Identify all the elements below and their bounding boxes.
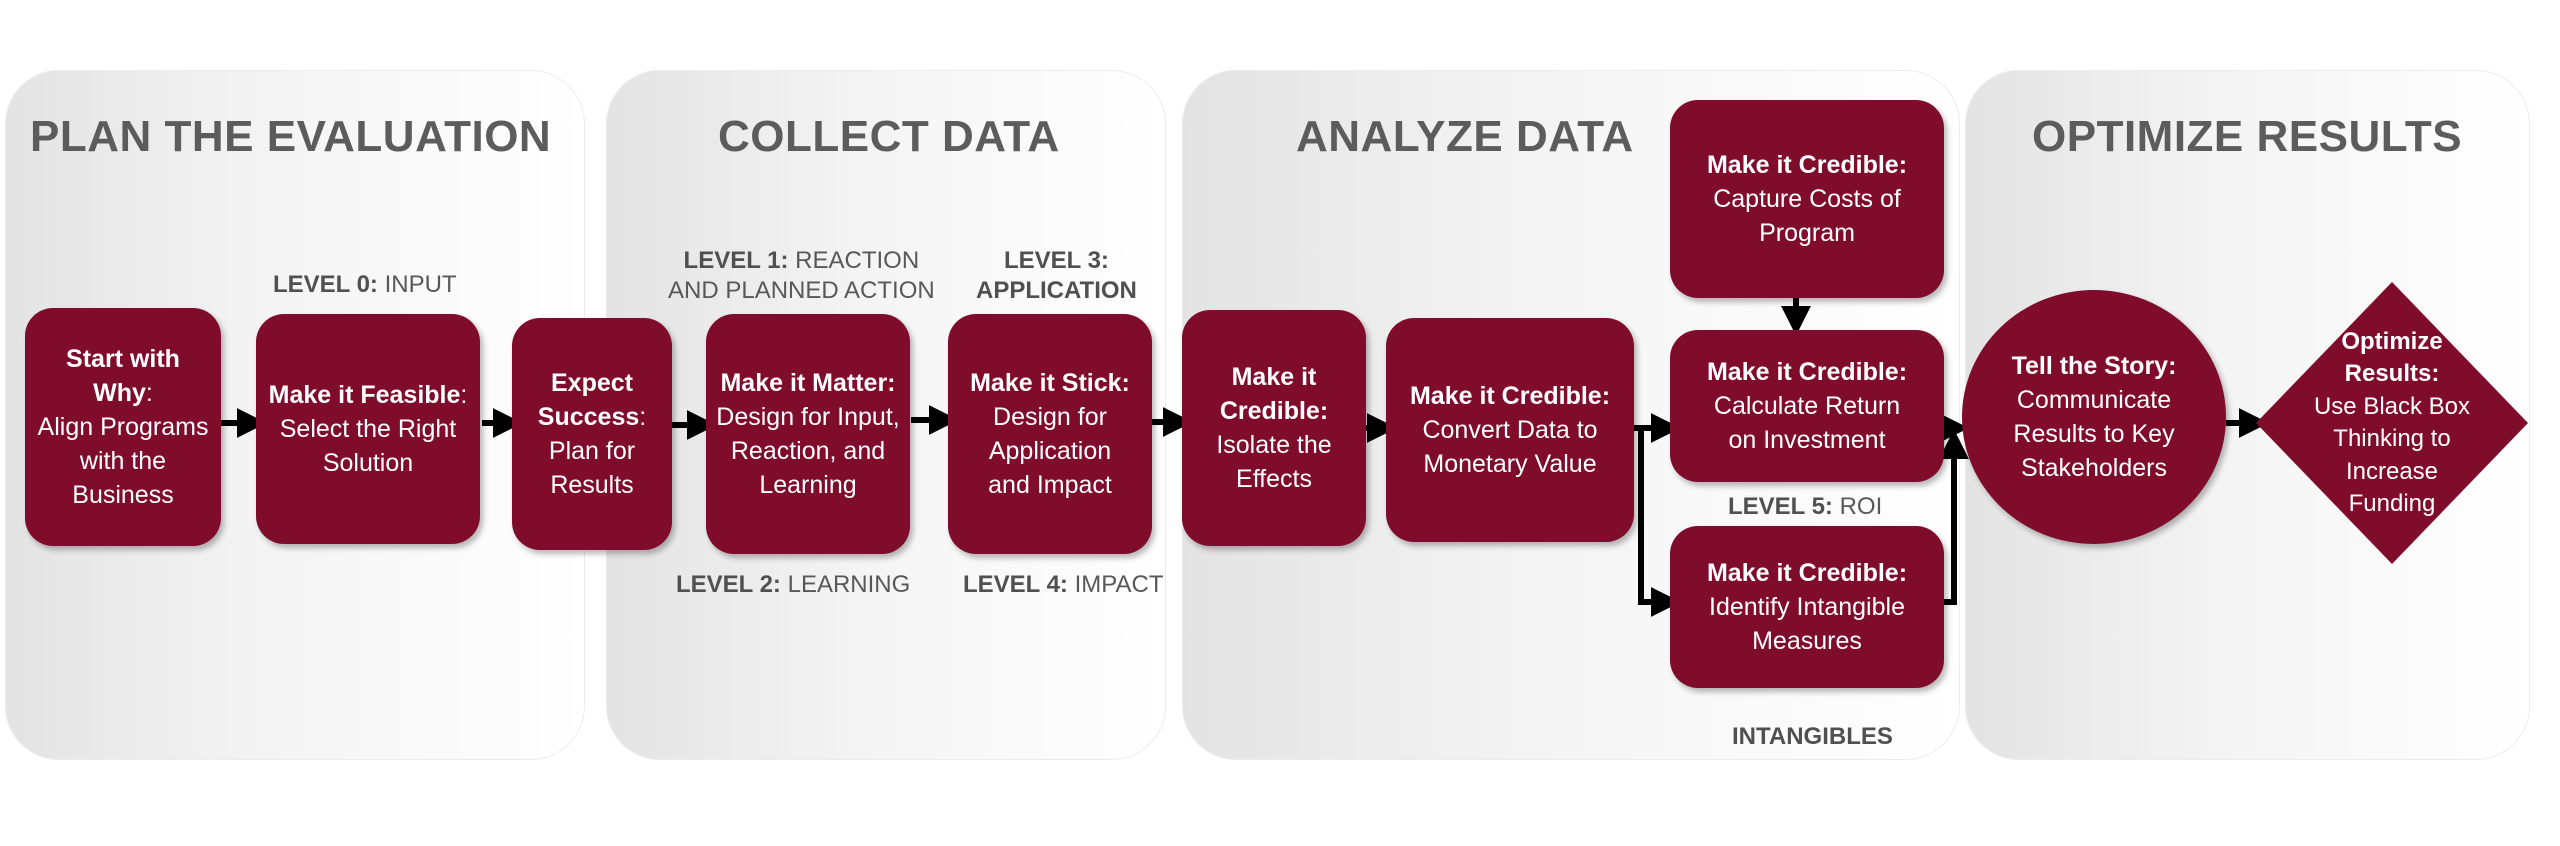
roi-line-1: Calculate Return xyxy=(1713,392,1901,420)
circle-tell-the-story: Tell the Story: Communicate Results to K… xyxy=(1962,290,2226,544)
why-colon: : xyxy=(145,379,153,407)
level-2-label: LEVEL 2: LEARNING xyxy=(676,570,910,600)
level-1-text: REACTION xyxy=(795,247,920,274)
box-identify-intangibles: Make it Credible: Identify Intangible Me… xyxy=(1670,526,1944,688)
level-1-number: LEVEL 1: xyxy=(683,247,789,274)
isolate-line-1: Make it xyxy=(1231,363,1317,391)
arrow-intangibles-story xyxy=(1939,429,1969,605)
expect-line-1: Expect xyxy=(551,369,633,397)
level-4-text: IMPACT xyxy=(1074,571,1164,598)
level-5-label: LEVEL 5: ROI xyxy=(1728,492,1882,522)
level-0-text: INPUT xyxy=(384,271,457,298)
why-text: Start with Why: xyxy=(33,342,213,410)
level-5-number: LEVEL 5: xyxy=(1728,493,1833,520)
expect-text: Success: xyxy=(538,400,646,434)
level-4-label: LEVEL 4: IMPACT xyxy=(963,570,1163,600)
opt-line-2: Results: xyxy=(2344,360,2440,388)
costs-title: Make it Credible: xyxy=(1706,151,1908,179)
matter-line-1: Design for Input, xyxy=(716,403,900,431)
isolate-line-2: Credible: xyxy=(1219,397,1329,425)
level-4-number: LEVEL 4: xyxy=(963,571,1068,598)
story-title: Tell the Story: xyxy=(2011,352,2177,380)
expect-line-4: Results xyxy=(550,471,634,499)
box-expect-success: Expect Success: Plan for Results xyxy=(512,318,672,550)
costs-line-2: Program xyxy=(1759,219,1855,247)
box-make-it-matter: Make it Matter: Design for Input, Reacti… xyxy=(706,314,910,554)
intangibles-label: INTANGIBLES xyxy=(1732,722,1893,752)
optimize-diamond-text: Optimize Results: Use Black Box Thinking… xyxy=(2302,326,2482,520)
opt-line-4: Thinking to xyxy=(2333,425,2451,453)
level-2-text: LEARNING xyxy=(787,571,911,598)
expect-line-3: Plan for xyxy=(548,437,636,465)
level-0-label: LEVEL 0: INPUT xyxy=(273,270,457,300)
expect-colon: : xyxy=(639,403,647,431)
isolate-line-4: Effects xyxy=(1236,465,1312,493)
level-3-number: LEVEL 3: xyxy=(1003,247,1109,274)
box-make-it-stick: Make it Stick: Design for Application an… xyxy=(948,314,1152,554)
level-1-label: LEVEL 1: REACTION AND PLANNED ACTION xyxy=(668,246,935,306)
story-line-3: Stakeholders xyxy=(2021,454,2167,482)
level-1-text-2: AND PLANNED ACTION xyxy=(668,277,935,304)
intang-line-1: Identify Intangible xyxy=(1709,593,1905,621)
feasible-title: Make it Feasible xyxy=(268,381,461,409)
why-title: Start with Why xyxy=(66,345,180,407)
phase-title-analyze: ANALYZE DATA xyxy=(1296,112,1634,161)
feasible-text: Make it Feasible: xyxy=(269,378,468,412)
box-isolate-effects: Make it Credible: Isolate the Effects xyxy=(1182,310,1366,546)
arrow-convert-intangibles xyxy=(1638,428,1681,617)
story-line-1: Communicate xyxy=(2016,386,2172,414)
intang-title: Make it Credible: xyxy=(1706,559,1908,587)
opt-line-5: Increase xyxy=(2345,457,2439,485)
box-convert-monetary: Make it Credible: Convert Data to Moneta… xyxy=(1386,318,1634,542)
phase-title-collect: COLLECT DATA xyxy=(718,112,1060,161)
matter-line-3: Learning xyxy=(759,471,857,499)
level-0-number: LEVEL 0: xyxy=(273,271,378,298)
level-2-number: LEVEL 2: xyxy=(676,571,781,598)
stick-line-1: Design for xyxy=(993,403,1107,431)
feasible-colon: : xyxy=(460,381,468,409)
convert-line-2: Monetary Value xyxy=(1423,450,1597,478)
level-5-text: ROI xyxy=(1839,493,1883,520)
level-3-text: APPLICATION xyxy=(976,277,1137,304)
feasible-line-2: Solution xyxy=(322,449,414,477)
convert-title: Make it Credible: xyxy=(1409,382,1611,410)
opt-line-1: Optimize xyxy=(2341,328,2443,355)
opt-line-3: Use Black Box xyxy=(2313,392,2471,420)
intangibles-text: INTANGIBLES xyxy=(1732,723,1893,750)
feasible-line-1: Select the Right xyxy=(279,415,457,443)
roi-line-2: on Investment xyxy=(1728,426,1886,454)
phase-title-optimize: OPTIMIZE RESULTS xyxy=(2032,112,2463,161)
matter-title: Make it Matter: xyxy=(720,369,896,397)
optimize-diamond xyxy=(2256,282,2528,564)
why-line-1: Align Programs xyxy=(37,413,209,441)
phase-title-plan: PLAN THE EVALUATION xyxy=(30,112,552,161)
why-line-3: Business xyxy=(72,481,174,509)
stick-title: Make it Stick: xyxy=(970,369,1130,397)
why-line-2: with the xyxy=(79,447,167,475)
story-line-2: Results to Key xyxy=(2013,420,2175,448)
roi-title: Make it Credible: xyxy=(1706,358,1908,386)
box-make-it-feasible: Make it Feasible: Select the Right Solut… xyxy=(256,314,480,544)
convert-line-1: Convert Data to xyxy=(1422,416,1598,444)
opt-line-6: Funding xyxy=(2348,489,2436,517)
isolate-line-3: Isolate the xyxy=(1216,431,1332,459)
box-capture-costs: Make it Credible: Capture Costs of Progr… xyxy=(1670,100,1944,298)
costs-line-1: Capture Costs of xyxy=(1713,185,1901,213)
intang-line-2: Measures xyxy=(1752,627,1862,655)
matter-line-2: Reaction, and xyxy=(730,437,886,465)
stick-line-3: and Impact xyxy=(988,471,1112,499)
box-calculate-roi: Make it Credible: Calculate Return on In… xyxy=(1670,330,1944,482)
box-start-with-why: Start with Why: Align Programs with the … xyxy=(25,308,221,546)
level-3-label: LEVEL 3: APPLICATION xyxy=(976,246,1137,306)
stick-line-2: Application xyxy=(988,437,1112,465)
expect-line-2: Success xyxy=(537,403,640,431)
